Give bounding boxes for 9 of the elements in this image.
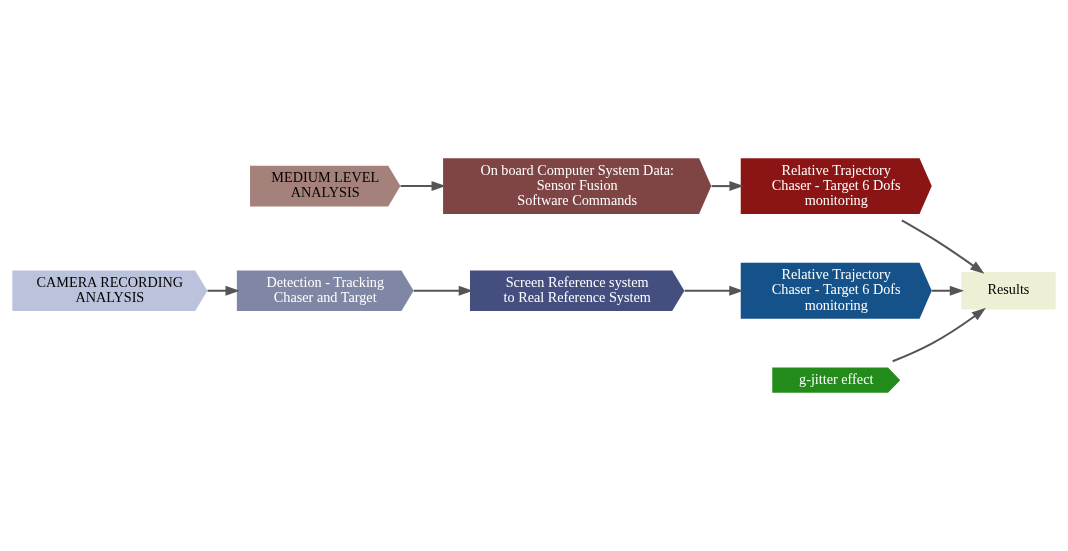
node-box: Results bbox=[961, 271, 1056, 310]
arrow bbox=[684, 285, 744, 296]
arrow bbox=[207, 285, 240, 296]
arrow bbox=[413, 285, 473, 296]
arrow bbox=[892, 307, 986, 363]
arrow bbox=[901, 219, 985, 274]
arrow bbox=[931, 285, 965, 296]
arrow bbox=[400, 181, 446, 192]
arrow bbox=[711, 181, 744, 192]
